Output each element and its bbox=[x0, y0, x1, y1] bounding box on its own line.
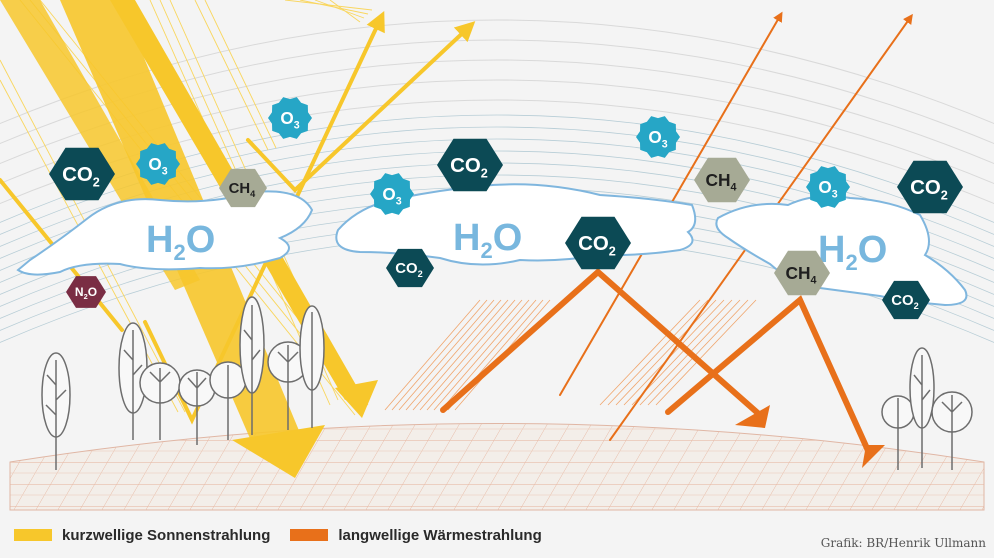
ch4-molecule-icon: CH4 bbox=[219, 168, 267, 208]
svg-text:H2O: H2O bbox=[453, 217, 522, 263]
longwave-thick-arrows bbox=[440, 267, 873, 458]
tree-icon bbox=[909, 347, 935, 468]
heat-hatching bbox=[384, 299, 757, 411]
svg-text:O3: O3 bbox=[382, 184, 401, 207]
legend-shortwave: kurzwellige Sonnenstrahlung bbox=[14, 527, 270, 544]
svg-text:H2O: H2O bbox=[146, 219, 215, 265]
svg-text:CH4: CH4 bbox=[785, 263, 816, 286]
longwave-arrowheads bbox=[735, 405, 885, 468]
co2-molecule-icon: CO2 bbox=[386, 248, 434, 288]
svg-text:CO2: CO2 bbox=[910, 176, 948, 202]
tree-icon bbox=[299, 305, 325, 428]
svg-text:O3: O3 bbox=[148, 154, 167, 177]
tree-group-right bbox=[881, 347, 973, 470]
o3-molecule-icon: O3 bbox=[806, 166, 850, 208]
h2o-label: H2O bbox=[453, 217, 522, 263]
legend-label-longwave: langwellige Wärmestrahlung bbox=[338, 526, 542, 544]
o3-molecule-icon: O3 bbox=[636, 116, 680, 158]
svg-text:CH4: CH4 bbox=[229, 181, 257, 199]
h2o-label: H2O bbox=[818, 229, 887, 275]
svg-text:CO2: CO2 bbox=[62, 163, 100, 189]
o3-molecule-icon: O3 bbox=[268, 97, 312, 139]
o3-molecule-icon: O3 bbox=[370, 173, 414, 215]
svg-text:CO2: CO2 bbox=[450, 154, 488, 180]
legend-swatch-longwave bbox=[290, 529, 329, 541]
n2o-molecule-icon: N2O bbox=[66, 276, 106, 308]
ch4-molecule-icon: CH4 bbox=[694, 157, 750, 203]
legend-label-shortwave: kurzwellige Sonnenstrahlung bbox=[62, 526, 271, 544]
co2-molecule-icon: CO2 bbox=[882, 280, 930, 320]
svg-text:CO2: CO2 bbox=[395, 261, 422, 279]
o3-molecule-icon: O3 bbox=[136, 143, 180, 185]
svg-text:H2O: H2O bbox=[818, 229, 887, 275]
co2-molecule-icon: CO2 bbox=[437, 138, 503, 192]
svg-text:O3: O3 bbox=[280, 108, 299, 131]
tree-icon bbox=[118, 322, 148, 440]
co2-molecule-icon: CO2 bbox=[565, 216, 631, 270]
ch4-molecule-icon: CH4 bbox=[774, 250, 830, 296]
tree-icon bbox=[178, 369, 216, 445]
tree-icon bbox=[931, 391, 973, 470]
legend: kurzwellige Sonnenstrahlung langwellige … bbox=[14, 523, 562, 547]
legend-longwave: langwellige Wärmestrahlung bbox=[290, 526, 542, 544]
svg-text:CO2: CO2 bbox=[578, 232, 616, 258]
co2-molecule-icon: CO2 bbox=[49, 147, 115, 201]
tree-group-left bbox=[41, 296, 325, 470]
h2o-label: H2O bbox=[146, 219, 215, 265]
co2-molecule-icon: CO2 bbox=[897, 160, 963, 214]
svg-text:CO2: CO2 bbox=[891, 293, 918, 311]
svg-text:CH4: CH4 bbox=[705, 170, 736, 193]
credit: Grafik: BR/Henrik Ullmann bbox=[820, 536, 986, 550]
svg-text:O3: O3 bbox=[648, 127, 667, 150]
svg-text:N2O: N2O bbox=[75, 285, 97, 301]
tree-icon bbox=[239, 296, 265, 435]
svg-text:O3: O3 bbox=[818, 177, 837, 200]
tree-icon bbox=[41, 352, 71, 470]
cloud-left bbox=[16, 190, 314, 276]
legend-swatch-shortwave bbox=[14, 529, 52, 541]
